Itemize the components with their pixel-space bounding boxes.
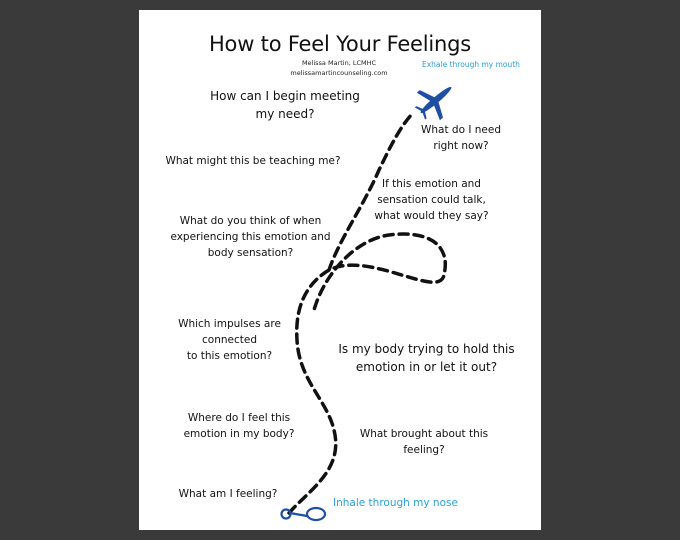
question-teaching: What might this be teaching me? bbox=[165, 155, 341, 167]
question-where: Where do I feel this emotion in my body? bbox=[183, 412, 295, 440]
question-talk: If this emotion and sensation could talk… bbox=[374, 178, 489, 222]
exhale-label: Exhale through my mouth bbox=[422, 60, 520, 69]
page-title: How to Feel Your Feelings bbox=[208, 32, 472, 56]
scissors-icon bbox=[280, 506, 327, 522]
question-feeling: What am I feeling? bbox=[178, 488, 278, 500]
dashed-flight-path bbox=[287, 110, 447, 515]
question-hold: Is my body trying to hold this emotion i… bbox=[338, 342, 515, 374]
airplane-icon bbox=[414, 86, 452, 121]
question-think: What do you think of when experiencing t… bbox=[170, 215, 331, 259]
question-begin: How can I begin meeting my need? bbox=[210, 89, 360, 121]
inhale-label: Inhale through my nose bbox=[333, 497, 458, 509]
question-brought: What brought about this feeling? bbox=[359, 428, 489, 456]
question-impulses: Which impulses are connected to this emo… bbox=[178, 318, 281, 362]
website: melissamartincounseling.com bbox=[290, 69, 388, 77]
author-name: Melissa Martin, LCMHC bbox=[301, 59, 377, 67]
question-need: What do I need right now? bbox=[420, 124, 502, 152]
worksheet-page: How to Feel Your Feelings Melissa Martin… bbox=[139, 10, 541, 530]
